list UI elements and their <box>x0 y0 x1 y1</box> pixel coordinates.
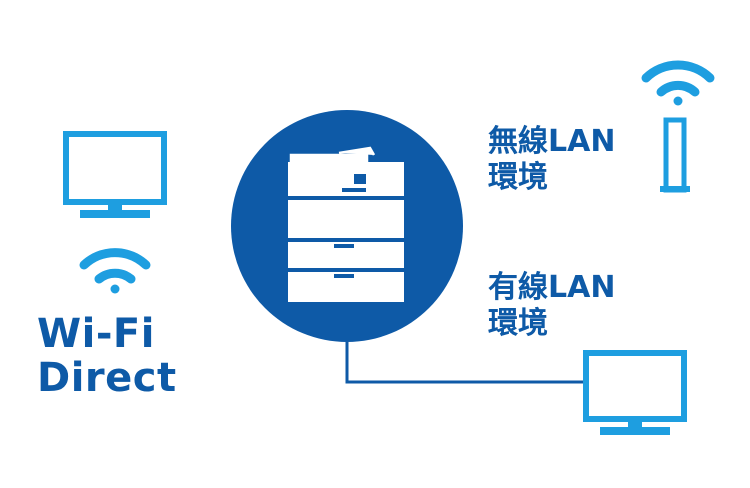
printer-icon <box>231 110 463 342</box>
monitor-icon <box>63 131 167 218</box>
wired-lan-label: 有線LAN 環境 <box>488 270 615 342</box>
wifi-direct-line2: Direct <box>37 355 177 401</box>
wifi-icon <box>79 248 151 294</box>
wireless-lan-label: 無線LAN 環境 <box>488 124 615 196</box>
wifi-direct-label: Wi-Fi Direct <box>37 312 177 400</box>
router-icon <box>660 117 690 193</box>
monitor-icon <box>583 350 687 435</box>
wireless-lan-line1: 無線LAN <box>488 124 616 159</box>
lan-cable-line <box>345 342 583 384</box>
wifi-icon <box>641 60 715 106</box>
wifi-direct-line1: Wi-Fi <box>37 311 155 357</box>
wired-lan-line2: 環境 <box>488 306 548 341</box>
wired-lan-line1: 有線LAN <box>488 270 616 305</box>
wireless-lan-line2: 環境 <box>488 160 548 195</box>
